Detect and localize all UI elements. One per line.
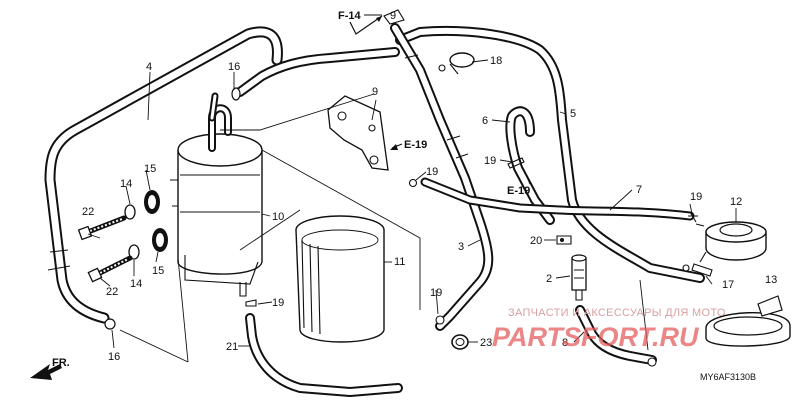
diagram-code: MY6AF3130B [700, 372, 756, 382]
part-label: 18 [490, 55, 502, 67]
clip-17 [682, 263, 713, 277]
part-label: 8 [562, 337, 568, 349]
front-arrow-icon: FR. [30, 357, 70, 380]
bracket-13 [705, 295, 791, 347]
grommet-15-upper [144, 190, 160, 214]
part-labels: 9 4 16 9 18 6 5 19 19 7 19 12 10 15 14 2… [82, 10, 777, 363]
clamp-16-bottom [104, 318, 116, 330]
watermark-brand: PARTSFORT.RU [492, 322, 700, 352]
part-label: 19 [430, 287, 442, 299]
clip-18 [438, 52, 475, 75]
collar-14-lower [128, 244, 140, 260]
part-label: 15 [152, 265, 164, 277]
part-label: 15 [144, 163, 156, 175]
part-label: 21 [226, 341, 238, 353]
hose-4 [44, 26, 283, 324]
hose-5 [395, 25, 705, 283]
part-label: 16 [108, 351, 120, 363]
part-label: 11 [394, 256, 405, 268]
part-label: 20 [530, 235, 542, 247]
clip-19-mid [408, 178, 418, 188]
valve-12 [695, 221, 767, 263]
clamp-23 [451, 334, 469, 350]
clamp-8-end [647, 357, 657, 367]
clamp-9-top [383, 9, 405, 25]
joint-2 [571, 254, 587, 301]
front-label: FR. [52, 357, 70, 369]
clip-19-lower [435, 315, 445, 325]
ref-f14: F-14 [338, 10, 362, 22]
bolt-22-lower [87, 255, 133, 283]
part-label: 10 [272, 211, 284, 223]
part-label: 9 [372, 86, 378, 98]
part-label: 7 [636, 184, 642, 196]
clip-19-right [688, 211, 698, 223]
bracket-9 [327, 95, 389, 171]
hose-6 [505, 106, 555, 225]
part-label: 19 [484, 155, 496, 167]
part-label: 19 [272, 297, 284, 309]
clip-19-canister [245, 299, 257, 307]
grommet-15-lower [152, 228, 168, 252]
collar-14-upper [124, 204, 136, 220]
part-label: 13 [765, 274, 777, 286]
part-label: 6 [482, 115, 488, 127]
hose-7 [420, 177, 695, 221]
part-label: 5 [570, 108, 576, 120]
arrow-e19-upper [390, 143, 403, 150]
ref-e19-upper: E-19 [404, 139, 427, 151]
part-label: 16 [228, 61, 240, 73]
part-label: 14 [120, 178, 132, 190]
part-label: 4 [146, 61, 152, 73]
part-label: 9 [390, 10, 396, 22]
hose-8 [575, 305, 657, 365]
part-label: 23 [480, 337, 492, 349]
clip-19-e19 [507, 157, 525, 169]
part-label: 2 [546, 273, 552, 285]
leader-lines [87, 14, 737, 363]
part-label: 17 [722, 279, 734, 291]
part-label: 12 [730, 196, 742, 208]
bolt-22-upper [77, 215, 127, 241]
part-label: 14 [130, 278, 142, 290]
part-label: 3 [458, 241, 464, 253]
ref-e19-lower: E-19 [507, 185, 530, 197]
part-label: 19 [690, 191, 702, 203]
watermark: ЗАПЧАСТИ И АКСЕССУАРЫ ДЛЯ МОТО PARTSFORT… [492, 307, 726, 352]
hose-16-top [231, 47, 400, 101]
part-label: 19 [426, 166, 438, 178]
watermark-tagline: ЗАПЧАСТИ И АКСЕССУАРЫ ДЛЯ МОТО [508, 307, 726, 319]
canister-10 [177, 92, 263, 297]
hose-21 [245, 313, 403, 397]
hose-3 [390, 23, 494, 331]
part-label: 22 [82, 206, 94, 218]
arrow-f14 [349, 15, 383, 35]
cover-11 [295, 215, 385, 343]
clip-20 [556, 235, 572, 245]
arrow-e19-lower [526, 175, 531, 185]
part-label: 22 [106, 286, 118, 298]
